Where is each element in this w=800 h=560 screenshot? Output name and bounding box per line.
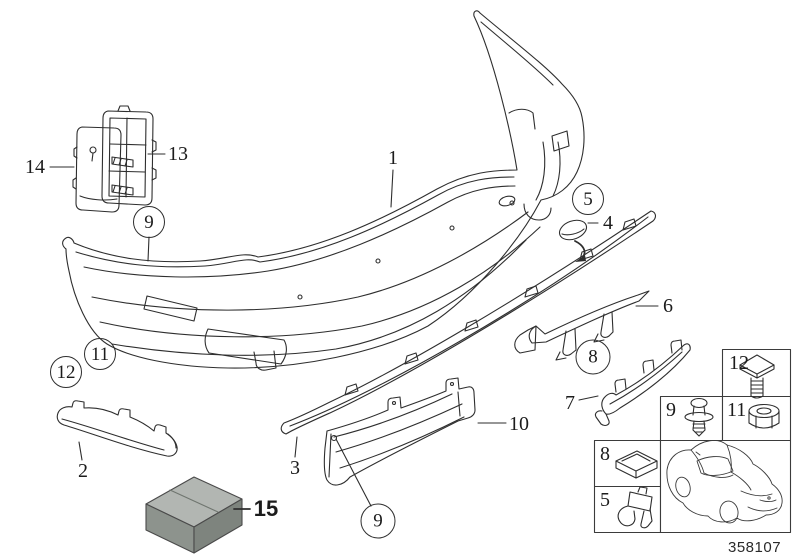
expanding-rivet-icon: [684, 397, 714, 437]
callout-circle-11[interactable]: 11: [84, 338, 116, 370]
legend-label-12: 12: [729, 352, 749, 374]
callout-circle-9-top[interactable]: 9: [133, 206, 165, 238]
part-3-impact-strip-drawing: [280, 210, 656, 435]
legend-label-8: 8: [600, 443, 610, 465]
callout-circle-9-bottom[interactable]: 9: [360, 503, 396, 539]
hex-nut-icon: [748, 403, 780, 429]
callout-leader-lines: [49, 153, 659, 510]
callout-2[interactable]: 2: [78, 460, 88, 482]
callout-3[interactable]: 3: [290, 457, 300, 479]
callout-circle-12[interactable]: 12: [50, 356, 82, 388]
callout-15[interactable]: 15: [253, 496, 279, 521]
cover-cap-icon: [615, 450, 658, 479]
part-1-bumper-cover-drawing: [62, 10, 585, 371]
car-silhouette-icon: [666, 439, 783, 524]
drawing-number: 358107: [728, 539, 782, 556]
callout-4[interactable]: 4: [603, 212, 613, 234]
callout-13[interactable]: 13: [168, 143, 188, 165]
part-4-cover-cap-drawing: [558, 219, 588, 241]
install-direction-arrow: [574, 240, 586, 262]
clamp-bracket-icon: [617, 486, 653, 529]
callout-6[interactable]: 6: [663, 295, 673, 317]
callout-14[interactable]: 14: [25, 156, 45, 178]
part-15-kit-box-drawing: [145, 476, 243, 554]
part-7-trim-panel-drawing: [594, 339, 691, 426]
part-10-carrier-bracket-drawing: [323, 377, 476, 486]
legend-grid: [593, 348, 792, 534]
part-14-plate-drawing: [72, 126, 122, 213]
callout-7[interactable]: 7: [565, 392, 575, 414]
part-2-molding-strip-drawing: [56, 400, 178, 457]
legend-label-11: 11: [727, 399, 747, 421]
callout-circle-5[interactable]: 5: [572, 183, 604, 215]
callout-1[interactable]: 1: [388, 147, 398, 169]
callout-10[interactable]: 10: [509, 413, 529, 435]
legend-label-9: 9: [666, 399, 676, 421]
callout-circle-8[interactable]: 8: [575, 339, 611, 375]
legend-label-5: 5: [600, 489, 610, 511]
part-13-grid-bracket-drawing: [101, 105, 157, 206]
square-head-screw-icon: [739, 354, 775, 399]
